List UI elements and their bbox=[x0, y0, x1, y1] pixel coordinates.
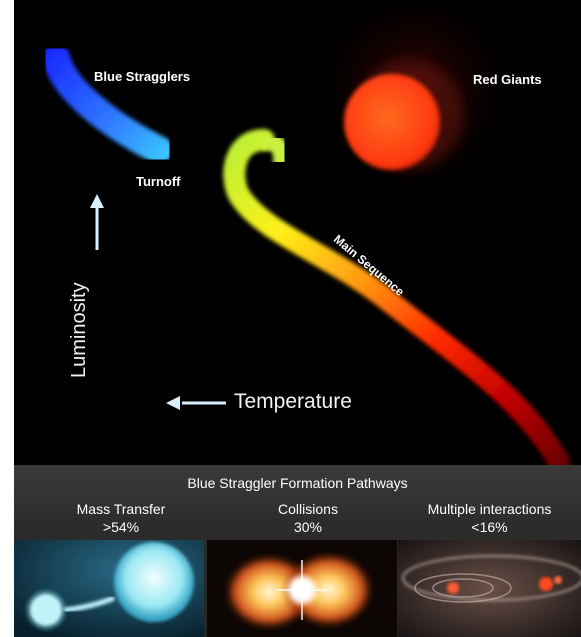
pathway-percent: <16% bbox=[471, 519, 508, 535]
pathway-percent: 30% bbox=[293, 519, 323, 535]
pathways-title: Blue Straggler Formation Pathways bbox=[187, 475, 408, 491]
pathway-collisions: Collisions 30% bbox=[214, 500, 402, 536]
temperature-arrow bbox=[166, 396, 226, 410]
temperature-axis-label: Temperature bbox=[234, 390, 352, 413]
pathway-multiple-interactions: Multiple interactions <16% bbox=[398, 500, 581, 536]
red-giant-star bbox=[344, 74, 440, 170]
mass-transfer-image bbox=[14, 540, 204, 637]
hr-diagram-graphic bbox=[42, 0, 570, 465]
formation-pathways-panel: Blue Straggler Formation Pathways Mass T… bbox=[14, 465, 581, 637]
figure: Blue Stragglers Red Giants Turnoff Main … bbox=[14, 0, 581, 637]
pathway-name: Multiple interactions bbox=[427, 501, 552, 517]
collisions-image bbox=[207, 540, 397, 637]
multiple-interactions-image bbox=[398, 540, 581, 637]
turnoff-hook bbox=[255, 131, 292, 169]
luminosity-arrow bbox=[90, 194, 104, 250]
turnoff-label: Turnoff bbox=[136, 174, 181, 189]
blue-stragglers-label: Blue Stragglers bbox=[94, 69, 191, 84]
red-giants-label: Red Giants bbox=[473, 72, 542, 87]
hr-diagram: Blue Stragglers Red Giants Turnoff Main … bbox=[14, 0, 581, 465]
pathway-mass-transfer: Mass Transfer >54% bbox=[26, 500, 216, 536]
pathway-name: Mass Transfer bbox=[76, 501, 166, 517]
blue-stragglers-track bbox=[42, 44, 173, 164]
pathway-percent: >54% bbox=[102, 519, 140, 535]
main-sequence-track bbox=[223, 129, 570, 465]
luminosity-axis-label: Luminosity bbox=[68, 282, 90, 378]
pathway-name: Collisions bbox=[278, 501, 338, 517]
